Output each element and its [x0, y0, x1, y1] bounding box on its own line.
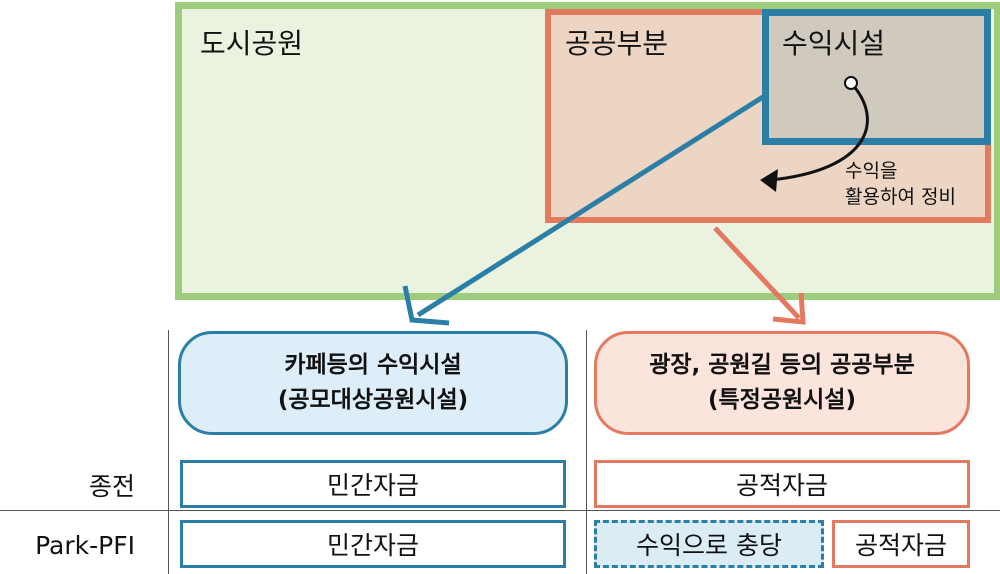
urban-park-label: 도시공원	[200, 27, 304, 60]
revenue-facility-category: 카페등의 수익시설 (공모대상공원시설)	[178, 331, 568, 435]
row-label-park-pfi: Park-PFI	[35, 530, 135, 560]
revenue-loop-arrowhead	[760, 169, 778, 192]
public-part-category: 광장, 공원길 등의 공공부분 (특정공원시설)	[594, 331, 970, 435]
row-label-conventional: 종전	[88, 472, 135, 501]
conventional-revenue-funding: 민간자금	[180, 460, 566, 508]
revenue-loop-arrow	[769, 81, 869, 182]
revenue-origin-dot	[844, 76, 858, 90]
public-part-label: 공공부분	[565, 27, 669, 60]
grid-line-left	[168, 330, 169, 574]
conventional-public-funding: 공적자금	[594, 460, 970, 508]
annotation-line-1: 수익을	[845, 160, 898, 182]
public-to-category-arrow	[713, 226, 801, 320]
public-arrowhead	[772, 292, 806, 325]
revenue-category-title: 카페등의 수익시설	[284, 352, 462, 378]
revenue-to-category-arrow	[416, 92, 768, 318]
grid-line-middle	[586, 330, 587, 574]
park-pfi-public-funding: 공적자금	[832, 520, 970, 568]
park-pfi-revenue-funding: 민간자금	[180, 520, 566, 568]
revenue-facility-region	[762, 9, 991, 145]
grid-line-row	[0, 510, 1000, 511]
park-pfi-funded-by-revenue: 수익으로 충당	[594, 520, 824, 568]
revenue-arrowhead	[402, 285, 450, 326]
revenue-category-subtitle: (공모대상공원시설)	[277, 387, 469, 413]
public-category-subtitle: (특정공원시설)	[708, 387, 856, 413]
public-category-title: 광장, 공원길 등의 공공부분	[649, 352, 915, 378]
revenue-facility-label: 수익시설	[782, 27, 886, 60]
annotation-line-2: 활용하여 정비	[845, 186, 956, 208]
